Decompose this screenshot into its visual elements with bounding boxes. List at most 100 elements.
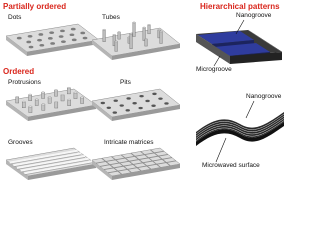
tube-top [129,32,133,35]
tube-top [147,24,151,26]
matrix-line-a [107,160,177,174]
protrusion-top [54,101,58,103]
annotation-microwaved: Microwaved surface [202,162,260,169]
pit [158,97,163,100]
dot-hole [26,40,32,44]
protrusion-top [47,96,52,99]
tube [102,29,106,42]
dot-hole [16,36,22,40]
micro-nano-groove-block [196,29,283,64]
annotation-nanogroove-bottom: Nanogroove [246,93,282,100]
protrusion [41,104,46,111]
protrusion [54,101,59,109]
label-dots: Dots [8,14,22,21]
matrix-line-a [103,157,173,171]
tube-top [157,29,161,31]
groove-shadow [9,151,78,165]
groove-ridge [24,160,93,175]
tube-top [144,38,148,40]
dot-hole [38,33,44,36]
protrusion-top [54,89,58,92]
pit [125,109,130,112]
nanogroove-wave-line [195,113,285,135]
pit [145,99,150,103]
dot-hole [60,29,65,33]
groove-ridge [9,149,78,164]
tube-top [117,31,121,33]
dot-hole [70,27,76,31]
protrusion-top [34,98,39,101]
groove-shadow [24,162,93,176]
pit [164,102,169,105]
protrusion [54,89,58,97]
pits-plate [91,88,181,121]
matrix-line-a [95,150,165,164]
protrusion [34,99,39,106]
protrusion [47,97,52,104]
label-grooves: Grooves [8,139,33,146]
dot-hole [71,38,77,42]
label-pits: Pits [120,79,131,86]
leader-nanogroove-bottom [245,100,255,119]
dot-hole [69,33,75,37]
groove-shadow [20,159,89,173]
matrix-line-b [101,157,122,175]
tube [129,33,133,49]
annotation-microgroove: Microgroove [196,66,232,73]
tube [117,31,121,40]
protrusion-top [41,103,46,106]
tube-top [114,40,118,43]
dot-hole [27,34,33,38]
protrusion [67,87,71,95]
pit [132,102,137,105]
leader-microgroove [213,55,221,67]
dot-hole [28,45,34,49]
tube [132,22,136,37]
protrusion-top [67,87,71,89]
protrusion [67,99,71,106]
heading-ordered: Ordered [3,67,35,76]
groove-shadow [16,157,86,170]
pit [152,92,157,96]
intricate-plate [91,147,181,180]
tube [144,38,148,47]
matrix-line-b [140,151,161,168]
tube-top [159,30,163,33]
groove-ridge [13,152,82,167]
matrix-line-a [99,153,169,167]
figure: Partially ordered Ordered Hierarchical p… [3,2,285,180]
protrusion-top [28,105,33,108]
figure-artwork [5,19,285,180]
pit [119,104,124,107]
leader-nanogroove-top [235,19,245,35]
tube-top [102,29,106,31]
tube-top [142,26,146,29]
label-intricate: Intricate matrices [104,139,154,146]
dot-hole [47,37,53,40]
tube-top [112,34,116,36]
tube [114,41,118,52]
protrusion-top [60,94,65,96]
pit [100,101,106,105]
dot-hole [50,42,56,45]
pit [126,97,131,100]
pit [112,111,118,114]
dot-hole [80,31,86,35]
pit [106,106,112,110]
nanogroove-wave-line [195,118,285,139]
matrix-line-b [130,152,152,170]
tubes-plate [91,21,181,60]
protrusion-top [80,96,84,99]
groove-shadow [13,154,82,168]
protrusion [73,92,78,99]
microwaved-surface [195,112,285,146]
heading-hierarchical: Hierarchical patterns [200,2,280,11]
label-protrusions: Protrusions [8,79,41,86]
dot-hole [37,38,42,42]
groove-ridge [20,157,89,172]
nanogroove-line [256,35,283,53]
tube [159,31,163,44]
leader-microwaved [215,137,227,163]
matrix-line-b [150,149,171,167]
protrusion [15,96,20,104]
